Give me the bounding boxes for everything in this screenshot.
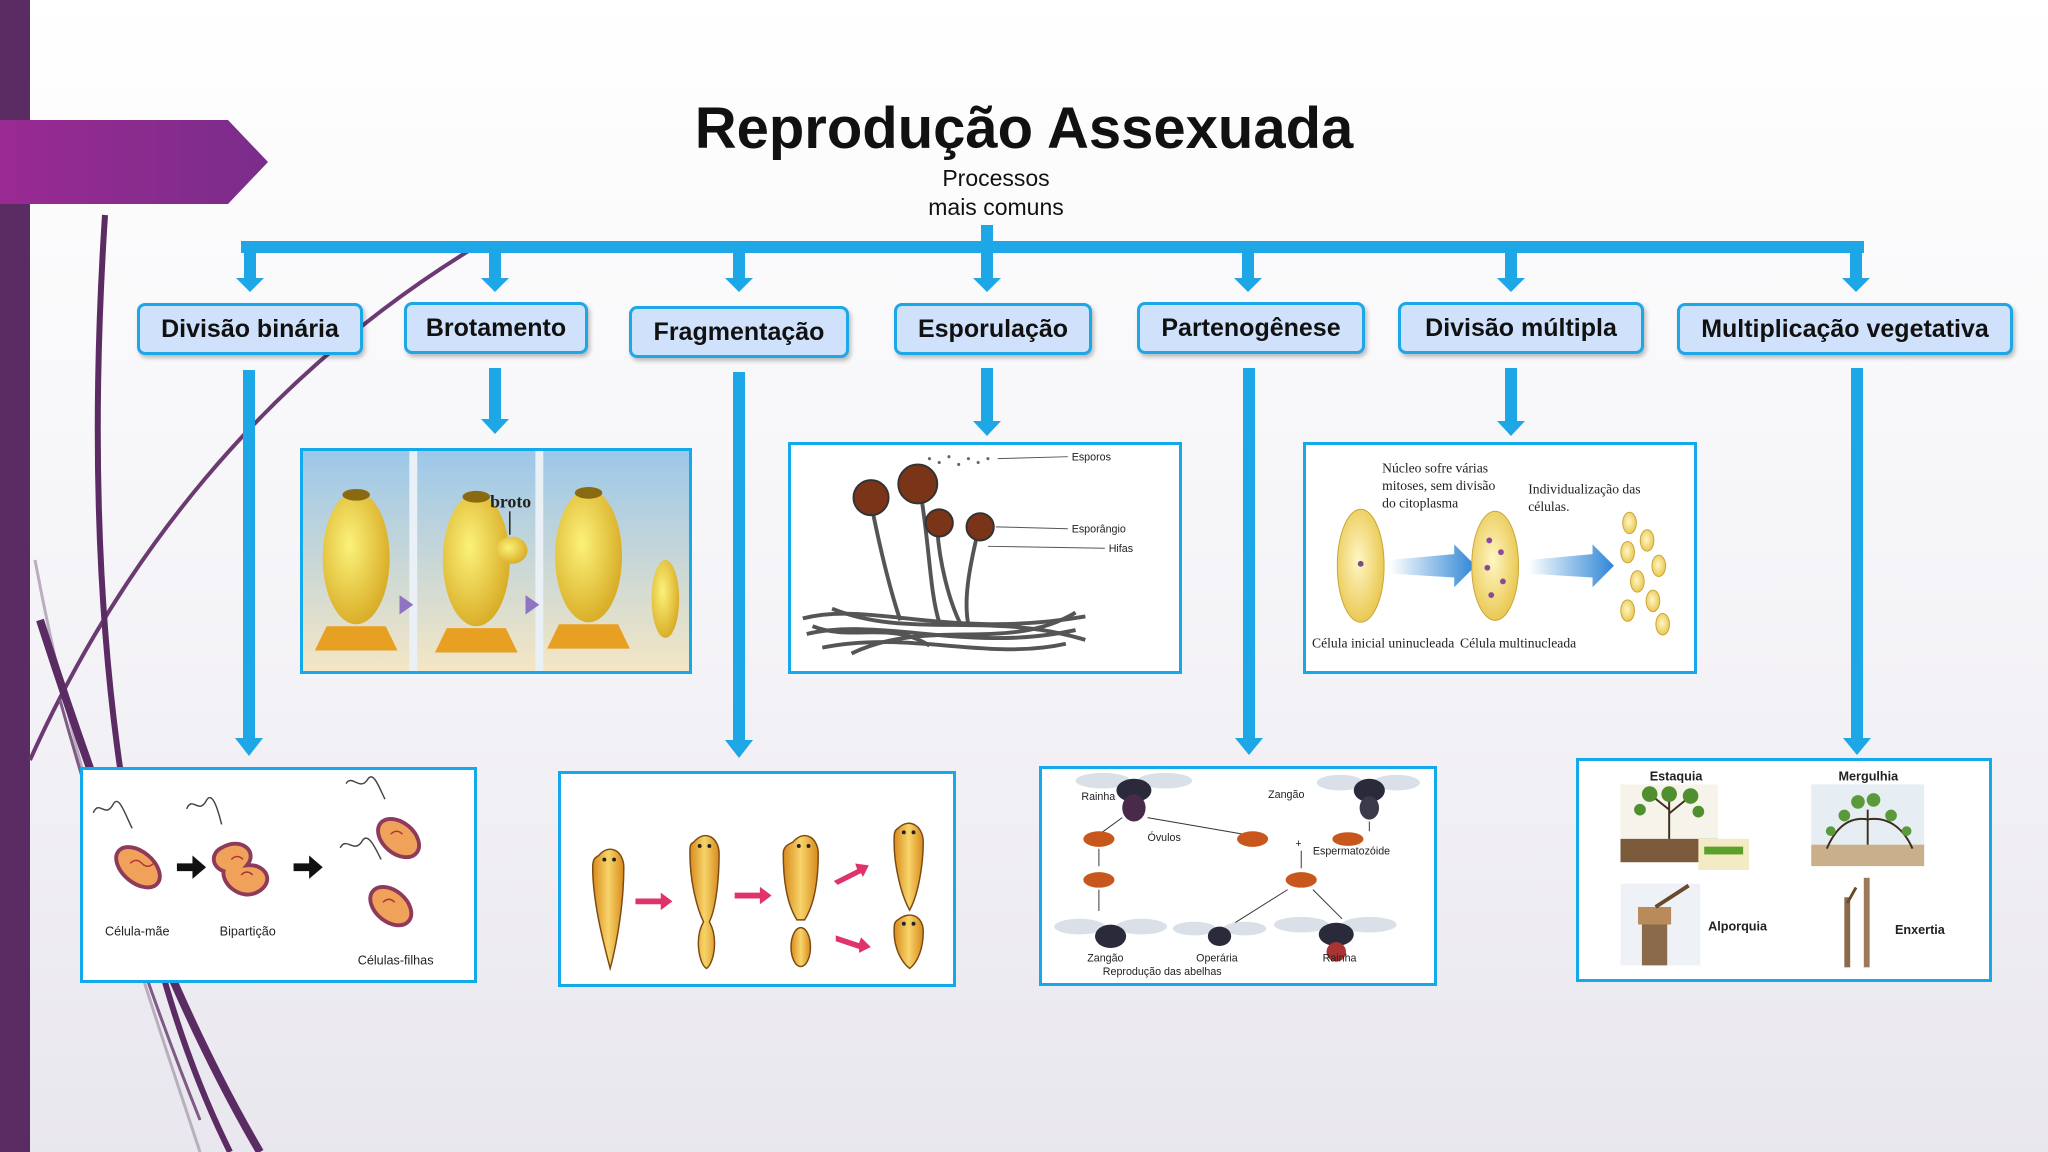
label-rainha-bottom: Rainha bbox=[1323, 953, 1357, 965]
process-divisao-binaria: Divisão binária bbox=[137, 303, 363, 355]
image-esporulacao: Esporos Esporângio Hifas bbox=[788, 442, 1182, 674]
label-esporangio: Esporângio bbox=[1072, 524, 1126, 536]
label-celula-multinucleada: Célula multinucleada bbox=[1460, 636, 1576, 651]
label-operaria: Operária bbox=[1196, 953, 1238, 965]
label-individualizacao-1: Individualização das bbox=[1528, 482, 1640, 497]
estaquia-plant bbox=[1620, 784, 1749, 870]
label-esporos: Esporos bbox=[1072, 452, 1111, 464]
label-mergulhia: Mergulhia bbox=[1839, 769, 1900, 783]
image-divisao-multipla: Núcleo sofre várias mitoses, sem divisão… bbox=[1303, 442, 1697, 674]
label-celula-mae: Célula-mãe bbox=[105, 924, 170, 938]
image-brotamento: broto bbox=[300, 448, 692, 674]
label-estaquia: Estaquia bbox=[1650, 769, 1704, 783]
bee-zangao-bottom bbox=[1054, 918, 1167, 948]
label-biparticao: Bipartição bbox=[220, 924, 276, 938]
enxertia-plant bbox=[1844, 877, 1870, 968]
bee-operaria bbox=[1172, 921, 1267, 947]
subtitle-line-1: Processos bbox=[942, 165, 1050, 191]
label-nucleo-1: Núcleo sofre várias bbox=[1382, 460, 1488, 475]
label-zangao-top: Zangão bbox=[1268, 789, 1304, 801]
process-multiplicacao-vegetativa: Multiplicação vegetativa bbox=[1677, 303, 2013, 355]
label-rainha-top: Rainha bbox=[1081, 791, 1115, 803]
label-zangao-bottom: Zangão bbox=[1087, 953, 1123, 965]
process-partenogenese: Partenogênese bbox=[1137, 302, 1365, 354]
purple-arrow-tag bbox=[0, 120, 268, 204]
label-espermatozoide: Espermatozóide bbox=[1313, 846, 1390, 858]
subtitle-line-2: mais comuns bbox=[928, 194, 1064, 220]
hydra-3 bbox=[547, 487, 680, 649]
slide-title: Reprodução Assexuada bbox=[694, 96, 1354, 161]
mergulhia-plant bbox=[1811, 784, 1925, 867]
bee-rainha-bottom bbox=[1273, 916, 1397, 962]
hydra-1 bbox=[314, 488, 398, 651]
label-alporquia: Alporquia bbox=[1708, 919, 1768, 933]
image-partenogenese: Rainha Zangão Óvulos Espermatozóide + bbox=[1039, 766, 1437, 986]
process-brotamento: Brotamento bbox=[404, 302, 588, 354]
alporquia-plant bbox=[1620, 883, 1701, 966]
label-broto: broto bbox=[490, 492, 531, 512]
slide-subtitle: Processos mais comuns bbox=[900, 164, 1092, 222]
bee-zangao-top bbox=[1316, 774, 1420, 820]
label-nucleo-2: mitoses, sem divisão bbox=[1382, 478, 1495, 493]
label-enxertia: Enxertia bbox=[1895, 923, 1946, 937]
image-multiplicacao-vegetativa: Estaquia Mergulhia bbox=[1576, 758, 1992, 982]
bee-rainha-top bbox=[1075, 772, 1193, 822]
hydra-2 bbox=[434, 490, 528, 653]
image-divisao-binaria: Célula-mãe Bipartição Células-filhas bbox=[80, 767, 477, 983]
label-celulas-filhas: Células-filhas bbox=[358, 953, 434, 967]
process-fragmentacao: Fragmentação bbox=[629, 306, 849, 358]
label-reproducao-abelhas: Reprodução das abelhas bbox=[1103, 966, 1222, 978]
label-celula-inicial: Célula inicial uninucleada bbox=[1312, 636, 1454, 651]
label-hifas: Hifas bbox=[1109, 543, 1133, 555]
label-ovulos: Óvulos bbox=[1148, 831, 1181, 844]
image-fragmentacao bbox=[558, 771, 956, 987]
process-esporulacao: Esporulação bbox=[894, 303, 1092, 355]
svg-text:+: + bbox=[1295, 838, 1301, 850]
process-divisao-multipla: Divisão múltipla bbox=[1398, 302, 1644, 354]
label-individualizacao-2: células. bbox=[1528, 499, 1569, 514]
label-nucleo-3: do citoplasma bbox=[1382, 495, 1458, 510]
